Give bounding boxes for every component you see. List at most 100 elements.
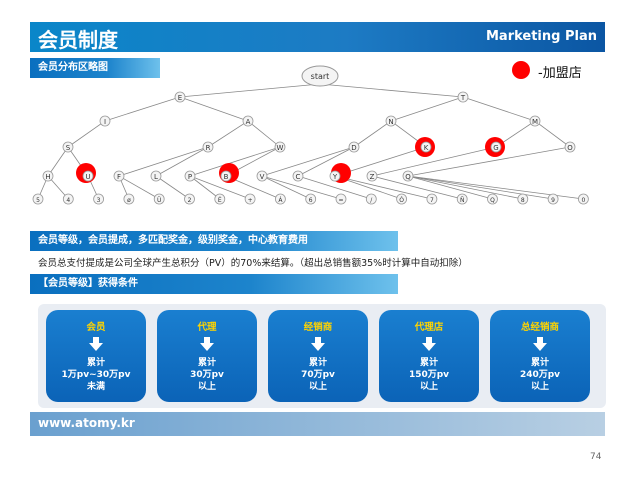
tree-node-label: / (370, 197, 373, 204)
grade-card-agent: 代理 累计 30万pv 以上 (157, 310, 257, 402)
tree-node-label: É (218, 196, 222, 204)
grade-condition: 累计 1万pv~30万pv 未满 (46, 357, 146, 393)
tree-node-label: O (567, 144, 573, 152)
tree-node: S (62, 141, 74, 153)
tree-node: H (42, 170, 54, 182)
grade-condition-line1: 累计 (530, 358, 549, 368)
tree-node-label: Z (370, 173, 375, 181)
tree-node-label: S (66, 144, 71, 152)
payout-note: 会员总支付提成是公司全球产生总积分（PV）的70%来结算。（超出总销售额35%时… (38, 258, 468, 269)
grade-name: 经销商 (303, 322, 333, 333)
tree-node-label: 0 (581, 197, 585, 204)
grade-condition: 累计 30万pv 以上 (157, 357, 257, 393)
tree-node: Q (402, 170, 414, 182)
tree-node: 8 (517, 193, 529, 205)
tree-node: B (220, 170, 232, 182)
tree-node: T (457, 91, 469, 103)
tree-node-label: 3 (97, 197, 101, 204)
tree-node-label: D (351, 144, 356, 152)
tree-node: R (202, 141, 214, 153)
grade-condition-line3: 以上 (197, 382, 216, 392)
tree-node-label: 8 (521, 197, 525, 204)
tree-node-label: Y (332, 173, 338, 181)
tree-node: G (490, 141, 502, 153)
tree-node-label: R (206, 144, 211, 152)
tree-node-label: = (338, 197, 343, 204)
tree-node: 6 (305, 193, 317, 205)
grade-condition: 累计 150万pv 以上 (379, 357, 479, 393)
tree-node-label: L (154, 173, 158, 181)
tree-node-label: Á (278, 197, 283, 204)
tree-node: Q (487, 193, 498, 205)
grade-card-agency: 代理店 累计 150万pv 以上 (379, 310, 479, 402)
tree-node-label: 6 (309, 197, 313, 204)
grade-condition-line1: 累计 (308, 358, 327, 368)
tree-node: 4 (62, 193, 74, 205)
tree-node: Ó (396, 193, 408, 205)
tree-node: P (184, 170, 196, 182)
grade-name: 代理 (197, 322, 217, 333)
down-arrow-icon (422, 337, 436, 351)
grade-name: 总经销商 (520, 322, 559, 333)
tree-node-label: 4 (66, 197, 70, 204)
tree-node-label: ø (127, 197, 131, 204)
grade-condition: 累计 70万pv 以上 (268, 357, 368, 393)
tree-node: N (385, 115, 397, 127)
grade-condition-line2: 30万pv (190, 370, 224, 380)
tree-node-label: H (45, 173, 50, 181)
tree-node: O (564, 141, 576, 153)
tree-node: W (274, 141, 286, 153)
tree-node-label: K (424, 144, 429, 152)
tree-node-label: V (260, 173, 265, 181)
header-banner: 会员制度 Marketing Plan (30, 22, 605, 52)
footer-bar: www.atomy.kr (30, 412, 605, 436)
tree-node: Á (274, 193, 286, 205)
tree-node: 0 (578, 193, 589, 205)
tree-root-label: start (311, 72, 330, 81)
grade-card-general-distributor: 总经销商 累计 240万pv 以上 (490, 310, 590, 402)
section-label-grade: 【会员等级】获得条件 (38, 278, 138, 289)
legend-label: -加盟店 (538, 66, 582, 81)
grade-condition: 累计 240万pv 以上 (490, 357, 590, 393)
down-arrow-icon (200, 337, 214, 351)
tree-node: Y (329, 170, 341, 182)
tree-node-label: U (85, 173, 90, 181)
tree-node-label: C (296, 173, 301, 181)
tree-node: C (292, 170, 304, 182)
grade-condition-line1: 累计 (86, 358, 105, 368)
grade-condition-line3: 以上 (530, 382, 549, 392)
page-number: 74 (590, 452, 602, 462)
tree-node-label: M (532, 118, 538, 126)
page-subtitle: Marketing Plan (485, 29, 597, 44)
down-arrow-icon (89, 337, 103, 351)
tree-node: + (244, 193, 256, 205)
tree-node: 5 (32, 193, 44, 205)
tree-node: F (113, 170, 125, 182)
tree-node: V (256, 170, 268, 182)
tree-node-label: Ñ (460, 197, 465, 204)
section-bar-distribution: 会员分布区略图 (30, 58, 160, 78)
tree-node: Z (366, 170, 378, 182)
tree-node: A (242, 115, 254, 127)
section-bar-bonus: 会员等级，会员提成，多匹配奖金，级别奖金，中心教育费用 (30, 231, 398, 251)
tree-node: / (365, 193, 377, 205)
tree-node-label: Q (490, 197, 495, 204)
tree-node-label: Ó (399, 197, 404, 204)
grade-condition-line2: 240万pv (519, 370, 561, 380)
tree-node: Ñ (456, 193, 468, 205)
tree-node-label: 5 (36, 197, 40, 204)
tree-node: Ü (153, 193, 165, 205)
grade-card-distributor: 经销商 累计 70万pv 以上 (268, 310, 368, 402)
grade-conditions-panel: 会员 累计 1万pv~30万pv 未满 代理 累计 30万pv 以上 经销商 累… (38, 304, 606, 408)
section-label-bonus: 会员等级，会员提成，多匹配奖金，级别奖金，中心教育费用 (38, 235, 308, 246)
grade-condition-line3: 未满 (86, 382, 105, 392)
grade-condition-line2: 1万pv~30万pv (61, 370, 131, 380)
tree-node: 3 (93, 193, 104, 205)
tree-node-label: N (388, 118, 393, 126)
tree-node: I (99, 115, 111, 127)
grade-name: 会员 (86, 322, 106, 333)
tree-node: ø (123, 193, 135, 205)
legend-red-dot-icon (512, 61, 530, 79)
tree-node-label: 9 (551, 197, 555, 204)
